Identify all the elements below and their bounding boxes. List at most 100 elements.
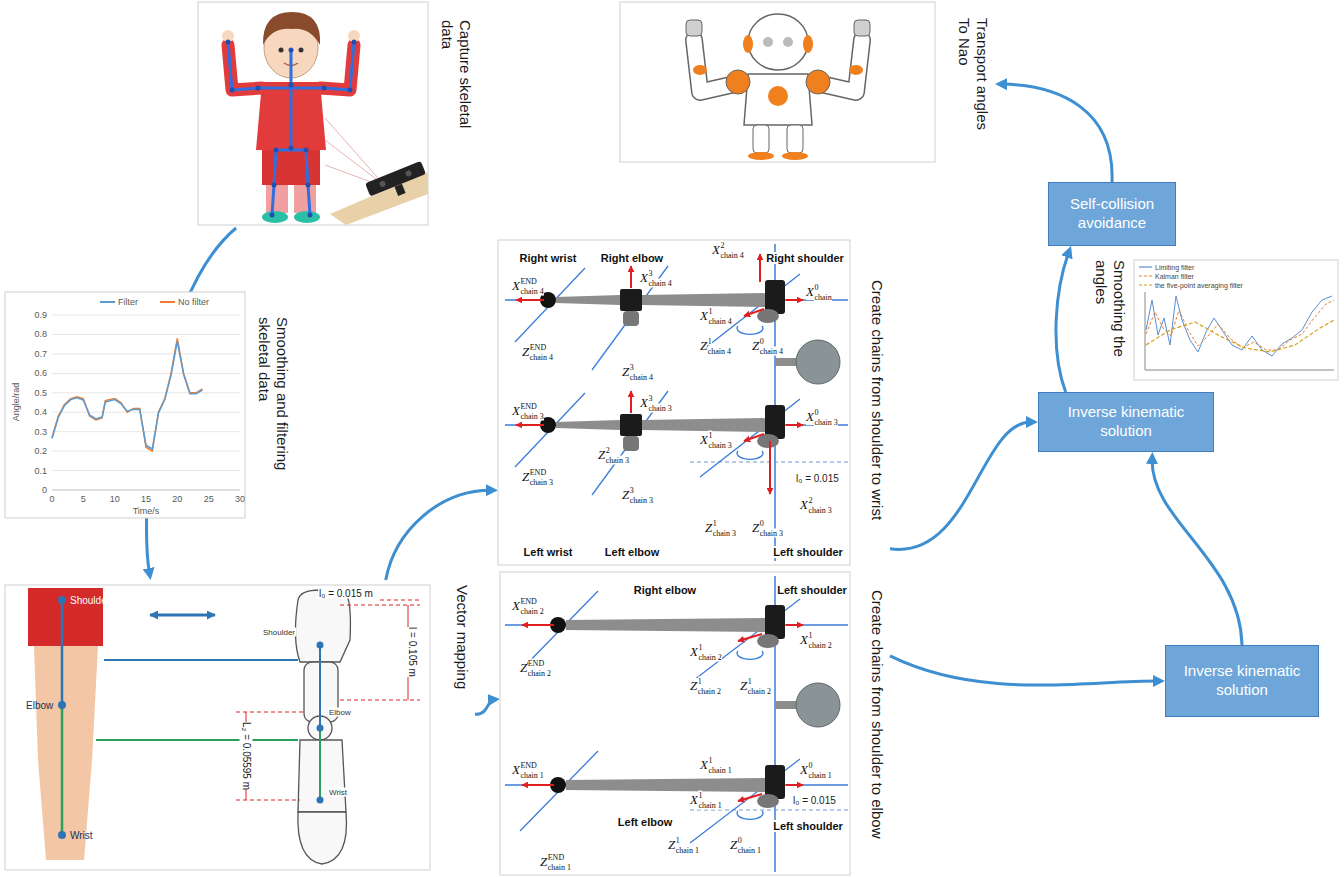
axis-subscript: chain 2 xyxy=(698,653,721,662)
axis-subscript: chain 3 xyxy=(713,529,736,538)
chain-axis-label: X xyxy=(640,395,648,411)
axis-subscript: chain 3 xyxy=(648,404,671,413)
flow-arrow xyxy=(890,656,1158,685)
axis-superscript: 2 xyxy=(606,446,610,455)
joint-name: Left elbow xyxy=(617,816,673,828)
angle-chart xyxy=(5,292,245,518)
tick-label: 0.5 xyxy=(34,388,47,398)
image-panel: Transport angles To Nao xyxy=(620,0,995,168)
chain-axis-label: Z xyxy=(520,660,527,676)
chain-axis-label: X xyxy=(712,242,720,258)
chain-axis-label: X xyxy=(512,278,520,294)
vector-mapping-illustration xyxy=(5,585,430,870)
joint-name: Right wrist xyxy=(519,252,578,264)
tick-label: Time/s xyxy=(133,506,160,516)
axis-subscript: chain 1 xyxy=(676,846,699,855)
axis-superscript: 3 xyxy=(648,269,652,278)
tick-label: 30 xyxy=(235,494,245,504)
step-caption: Capture skeletal data xyxy=(438,20,474,150)
chain-axis-label: Z xyxy=(740,678,747,694)
axis-subscript: chain 3 xyxy=(520,412,543,421)
axis-superscript: 1 xyxy=(748,677,752,686)
chain-axis-label: Z xyxy=(752,338,759,354)
axis-subscript: chain 3 xyxy=(606,456,629,465)
axis-subscript: chain 3 xyxy=(630,496,653,505)
axis-superscript: 1 xyxy=(698,677,702,686)
tick-label: 20 xyxy=(172,494,182,504)
joint-name: Right elbow xyxy=(633,584,697,596)
axis-superscript: 1 xyxy=(698,791,702,800)
dimension-label: l₀ = 0.015 xyxy=(792,795,837,806)
axis-subscript: chain 2 xyxy=(808,641,831,650)
chain-axis-label: X xyxy=(700,757,708,773)
tick-label: 0 xyxy=(42,485,47,495)
axis-subscript: chain 3 xyxy=(530,478,553,487)
flow-arrow xyxy=(386,490,491,580)
axis-subscript: chain 4 xyxy=(708,317,731,326)
chain-axis-label: Z xyxy=(598,447,605,463)
joint-name: Right elbow xyxy=(600,252,664,264)
chain-axis-label: X xyxy=(512,598,520,614)
dimension-label: l₀ = 0.015 m xyxy=(318,588,374,599)
step-caption: Smoothing and filtering skeletal data xyxy=(255,317,291,497)
axis-superscript: 2 xyxy=(808,496,812,505)
tick-label: 0.2 xyxy=(34,446,47,456)
step-caption: Vector mapping xyxy=(453,585,471,735)
flow-arrow xyxy=(1152,459,1242,645)
joint-name: Right shoulder xyxy=(765,252,845,264)
axis-superscript: END xyxy=(520,277,536,286)
axis-subscript: chain 1 xyxy=(808,771,831,780)
axis-superscript: END xyxy=(528,659,544,668)
axis-subscript: chain 4 xyxy=(520,287,543,296)
axis-subscript: chain xyxy=(814,293,831,302)
dimension-label: l = 0.105 m xyxy=(406,627,419,677)
joint-label: Elbow xyxy=(328,708,352,717)
legend-label: Limiting filter xyxy=(1155,264,1194,271)
tick-label: 0.4 xyxy=(34,407,47,417)
nao-robot-illustration xyxy=(620,2,935,162)
image-panel: Capture skeletal data xyxy=(198,0,478,228)
axis-superscript: 0 xyxy=(738,836,742,845)
axis-superscript: 1 xyxy=(808,631,812,640)
axis-subscript: chain 3 xyxy=(808,506,831,515)
tick-label: 0.8 xyxy=(34,329,47,339)
axis-superscript: 1 xyxy=(708,307,712,316)
tick-label: 0.6 xyxy=(34,368,47,378)
tick-label: 0.3 xyxy=(34,427,47,437)
chain-axis-label: Z xyxy=(705,520,712,536)
filtered-angle-chart xyxy=(1134,260,1338,380)
chain-axis-label: X xyxy=(700,308,708,324)
chain-axis-label: X xyxy=(700,432,708,448)
tick-label: 0.1 xyxy=(34,466,47,476)
chain-axis-label: Z xyxy=(752,520,759,536)
step-caption: Create chains from shoulder to wrist xyxy=(868,280,886,580)
box-label: Inverse kinematic solution xyxy=(1174,662,1310,700)
axis-superscript: END xyxy=(520,761,536,770)
image-panel: Smoothing and filtering skeletal data xyxy=(5,292,295,520)
axis-superscript: 0 xyxy=(814,408,818,417)
chain-axis-label: Z xyxy=(690,678,697,694)
flow-arrow xyxy=(1056,253,1069,392)
process-box: Inverse kinematic solution xyxy=(1038,392,1214,452)
tick-label: 0 xyxy=(49,494,54,504)
chain-axis-label: X xyxy=(512,403,520,419)
axis-subscript: chain 4 xyxy=(630,373,653,382)
step-caption: Smoothing the angles xyxy=(1092,260,1128,378)
axis-superscript: 3 xyxy=(630,486,634,495)
step-caption: Transport angles To Nao xyxy=(955,18,991,148)
joint-label: Wrist xyxy=(70,830,93,841)
axis-superscript: 0 xyxy=(814,283,818,292)
tick-label: 0.7 xyxy=(34,349,47,359)
joint-name: Left shoulder xyxy=(772,820,844,832)
axis-subscript: chain 2 xyxy=(528,669,551,678)
joint-label: Elbow xyxy=(26,700,53,711)
box-label: Inverse kinematic solution xyxy=(1047,403,1205,441)
axis-superscript: END xyxy=(548,853,564,862)
chain-axis-label: X xyxy=(800,632,808,648)
chain-axis-label: X xyxy=(690,644,698,660)
tick-label: 0.9 xyxy=(34,310,47,320)
flow-arrow xyxy=(890,422,1031,549)
chain-diagram-elbow xyxy=(500,572,850,875)
axis-subscript: chain 2 xyxy=(698,687,721,696)
image-panel: Create chains from shoulder to wrist xyxy=(498,240,890,565)
